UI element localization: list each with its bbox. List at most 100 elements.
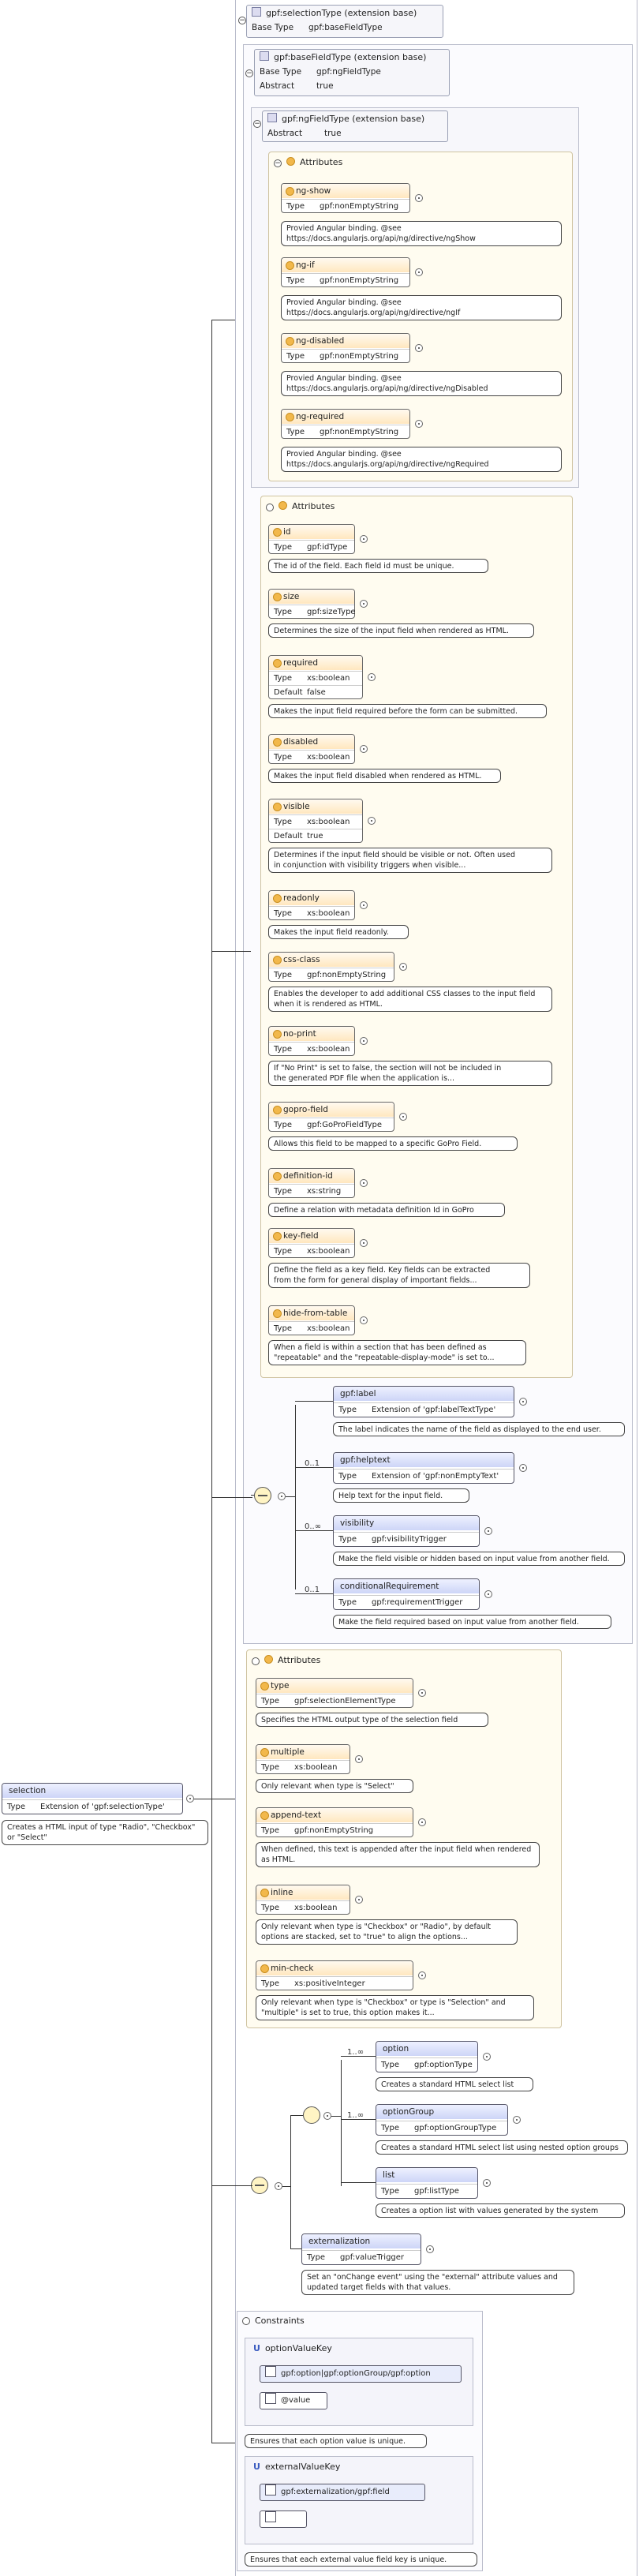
key-name: optionValueKey xyxy=(264,2343,332,2353)
collapse-base-field-icon[interactable]: − xyxy=(245,69,253,77)
note-line: Set an "onChange event" using the "exter… xyxy=(307,2273,558,2282)
note-line: Creates a standard HTML select list usin… xyxy=(381,2144,619,2152)
complex-type-icon xyxy=(267,113,277,122)
collapse-root-icon[interactable]: − xyxy=(238,17,246,24)
expand-sequence-icon[interactable] xyxy=(275,2182,282,2190)
expand-attribute-icon[interactable] xyxy=(360,1179,368,1187)
expand-element-icon[interactable] xyxy=(483,2053,491,2061)
expand-attribute-icon[interactable] xyxy=(360,1239,368,1247)
connector xyxy=(211,2185,252,2186)
expand-attribute-icon[interactable] xyxy=(415,420,423,428)
key-selector[interactable]: gpf:option|gpf:optionGroup/gpf:option xyxy=(260,2365,462,2383)
type-label: Type xyxy=(286,428,305,436)
expand-attribute-icon[interactable] xyxy=(360,745,368,753)
expand-attribute-icon[interactable] xyxy=(399,1113,407,1121)
expand-element-icon[interactable] xyxy=(519,1398,527,1406)
note-line: "multiple" is set to true, this option m… xyxy=(261,2009,435,2017)
expand-attribute-icon[interactable] xyxy=(360,535,368,543)
expand-attribute-icon[interactable] xyxy=(355,1896,363,1904)
expand-attribute-icon[interactable] xyxy=(360,1037,368,1045)
key-field[interactable]: @value xyxy=(260,2392,327,2409)
note-line: Provied Angular binding. @see xyxy=(286,450,402,459)
expand-element-icon[interactable] xyxy=(513,2116,521,2124)
expand-element-icon[interactable] xyxy=(483,2179,491,2187)
collapse-attributes-icon[interactable] xyxy=(266,504,274,511)
key-selector[interactable]: gpf:externalization/gpf:field xyxy=(260,2484,425,2501)
expand-attribute-icon[interactable] xyxy=(418,1689,426,1697)
expand-attribute-icon[interactable] xyxy=(418,1818,426,1826)
attribute-name: hide-from-table xyxy=(269,1306,354,1320)
expand-element-icon[interactable] xyxy=(484,1590,492,1598)
expand-attribute-icon[interactable] xyxy=(368,673,376,681)
expand-choice-icon[interactable] xyxy=(323,2112,331,2120)
expand-attribute-icon[interactable] xyxy=(418,1971,426,1979)
expand-attribute-icon[interactable] xyxy=(415,344,423,352)
key-field[interactable] xyxy=(260,2510,307,2528)
type-value: gpf:requirementTrigger xyxy=(372,1598,463,1607)
type-value: gpf:GoProFieldType xyxy=(307,1121,383,1129)
type-label: Type xyxy=(7,1803,25,1811)
expand-attribute-icon[interactable] xyxy=(399,963,407,971)
expand-element-icon[interactable] xyxy=(426,2245,434,2253)
expand-attribute-icon[interactable] xyxy=(415,268,423,276)
base-field-type-header: gpf:baseFieldType (extension base) Base … xyxy=(254,49,450,96)
expand-attribute-icon[interactable] xyxy=(368,817,376,825)
type-value: xs:boolean xyxy=(307,818,350,826)
attribute-name: readonly xyxy=(269,891,354,905)
collapse-attributes-icon[interactable] xyxy=(252,1657,260,1665)
attribute-icon xyxy=(273,1232,282,1241)
note-line: as HTML. xyxy=(261,1855,296,1864)
expand-attribute-icon[interactable] xyxy=(360,1316,368,1324)
expand-attribute-icon[interactable] xyxy=(415,194,423,202)
attribute-documentation: Determines the size of the input field w… xyxy=(268,623,535,638)
expand-selection-icon[interactable] xyxy=(186,1795,194,1803)
expand-element-icon[interactable] xyxy=(519,1464,527,1472)
expand-attribute-icon[interactable] xyxy=(360,901,368,909)
attribute-name: disabled xyxy=(269,735,354,749)
attribute-name: key-field xyxy=(269,1229,354,1243)
collapse-attributes-icon[interactable]: − xyxy=(274,159,282,167)
expand-sequence-icon[interactable] xyxy=(278,1492,286,1500)
expand-element-icon[interactable] xyxy=(484,1527,492,1535)
collapse-ng-field-icon[interactable]: − xyxy=(253,120,261,128)
collapse-constraints-icon[interactable] xyxy=(242,2317,250,2325)
connector xyxy=(295,1401,333,1402)
element-documentation: Make the field visible or hidden based o… xyxy=(333,1552,625,1566)
connector xyxy=(295,1467,333,1468)
base-type-value: gpf:baseFieldType xyxy=(308,23,383,32)
expand-attribute-icon[interactable] xyxy=(360,600,368,608)
expand-attribute-icon[interactable] xyxy=(355,1755,363,1763)
